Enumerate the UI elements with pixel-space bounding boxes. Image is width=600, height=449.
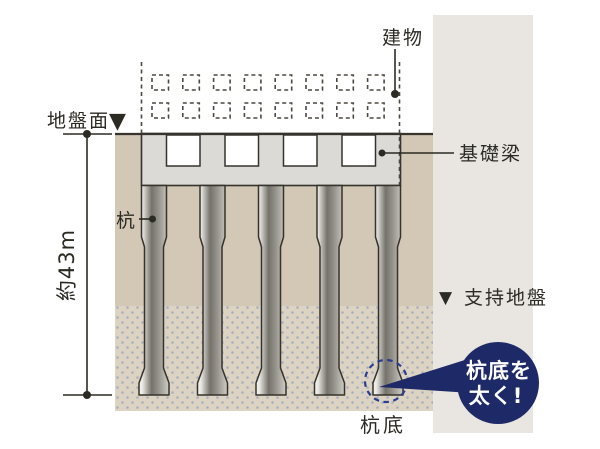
callout-text-line1: 杭底を: [466, 359, 532, 383]
window: [243, 102, 262, 119]
pile-bottom-label: 杭底: [360, 413, 406, 437]
window: [274, 102, 293, 119]
support-ground-label: 支持地盤: [464, 287, 548, 309]
depth-label: 約43m: [55, 229, 79, 301]
callout-bubble: [457, 342, 539, 424]
beam-opening: [341, 134, 377, 167]
window: [335, 102, 355, 119]
window: [305, 102, 324, 119]
window: [151, 74, 170, 91]
window: [212, 74, 231, 91]
window: [366, 102, 385, 119]
pile-2: [196, 184, 229, 396]
beam-opening: [224, 134, 260, 167]
support-ground-marker-icon: ▼: [439, 288, 453, 308]
window: [182, 74, 201, 91]
pile-leader-dot: [149, 215, 156, 223]
callout-text-line2: 太く!: [469, 384, 524, 408]
window: [335, 74, 355, 91]
beam-opening: [282, 134, 318, 167]
beam-opening: [165, 134, 201, 167]
ground-surface-label: 地盤面: [47, 110, 110, 132]
callout-tail: [379, 359, 471, 393]
pile-label: 杭: [116, 210, 137, 232]
dimension-dot-top: [83, 130, 91, 138]
pile-1: [138, 184, 170, 396]
pile-4: [313, 184, 346, 396]
window: [151, 102, 170, 119]
building-leader-dot: [391, 90, 399, 98]
window: [182, 102, 201, 119]
dimension-dot-bottom: [83, 391, 91, 399]
building-outline: [140, 62, 401, 185]
window: [366, 74, 385, 91]
beam-openings: [165, 134, 377, 167]
pile-3: [255, 184, 287, 396]
window: [274, 74, 293, 91]
beam-label: 基礎梁: [459, 143, 522, 165]
building-label: 建物: [382, 27, 424, 49]
building-windows: [151, 74, 385, 119]
piles: [138, 184, 404, 396]
window: [243, 74, 262, 91]
window: [212, 102, 231, 119]
window: [305, 74, 324, 91]
ground-surface-marker-icon: ▼: [109, 109, 126, 134]
